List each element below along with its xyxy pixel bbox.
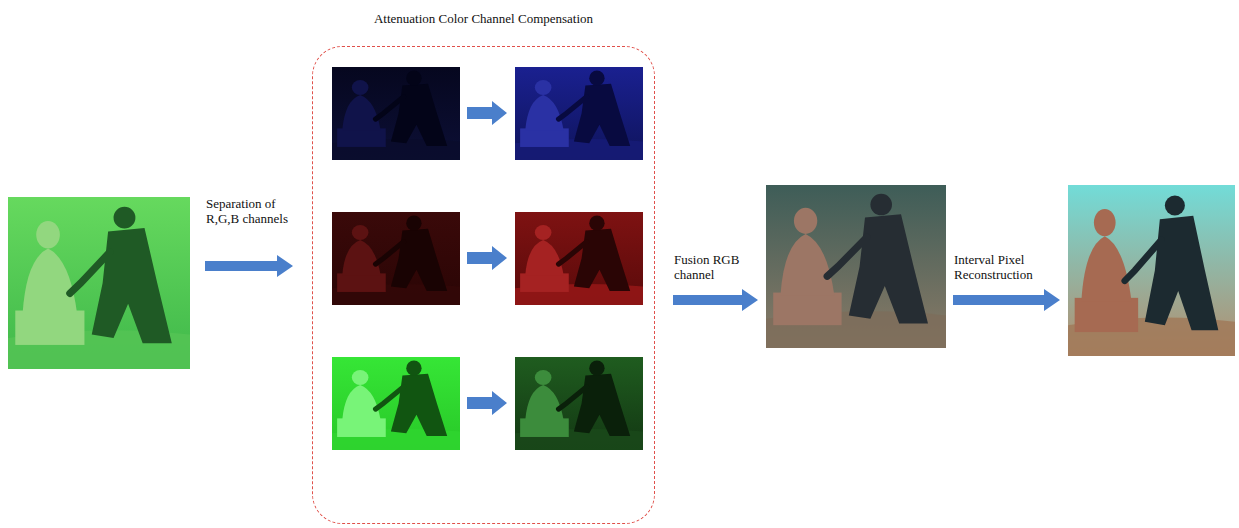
- statue-base: [1075, 298, 1138, 332]
- underwater-photo: [332, 212, 460, 305]
- block-arrow: [673, 289, 758, 311]
- diver-head: [406, 215, 421, 230]
- diver-head: [114, 207, 136, 229]
- arrow-label: Fusion RGB channel: [674, 252, 750, 282]
- statue-body: [525, 95, 563, 130]
- diver-body: [849, 214, 928, 323]
- diver-body: [391, 374, 447, 436]
- block-arrow: [205, 255, 293, 277]
- diver-body: [1145, 216, 1218, 331]
- arrow-label: Interval Pixel Reconstruction: [954, 252, 1058, 282]
- statue-base: [520, 273, 569, 292]
- underwater-photo: [332, 67, 460, 160]
- diver-head: [406, 360, 421, 375]
- underwater-photo: [766, 185, 946, 348]
- diver-arm: [559, 242, 587, 264]
- statue-body: [342, 240, 380, 275]
- underwater-photo: [1068, 185, 1235, 356]
- diver-arm: [559, 97, 587, 119]
- statue-body: [525, 385, 563, 420]
- diver-body: [574, 229, 630, 291]
- diver-arm: [827, 237, 867, 276]
- water-background: [332, 212, 460, 305]
- diver-body: [391, 229, 447, 291]
- diver-arm: [70, 252, 110, 293]
- underwater-photo: [515, 357, 643, 450]
- statue-body: [342, 385, 380, 420]
- dashed-group-box: Attenuation Color Channel Compensation: [312, 46, 655, 524]
- water-background: [332, 357, 460, 450]
- arrow-label: Separation of R,G,B channels: [206, 196, 298, 226]
- block-arrow: [467, 391, 507, 415]
- diver-arm: [1125, 240, 1162, 281]
- diver-head: [589, 360, 604, 375]
- statue-body: [525, 240, 563, 275]
- statue-head: [352, 225, 369, 240]
- statue-head: [535, 225, 552, 240]
- underwater-photo: [8, 197, 190, 369]
- statue-base: [337, 418, 386, 437]
- statue-base: [15, 311, 84, 345]
- diver-arm: [559, 387, 587, 409]
- statue-head: [1094, 209, 1116, 236]
- statue-body: [1081, 236, 1131, 301]
- water-background: [515, 212, 643, 305]
- water-background: [1068, 185, 1235, 356]
- group-heading: Attenuation Color Channel Compensation: [374, 11, 593, 26]
- statue-base: [520, 418, 569, 437]
- block-arrow: [467, 246, 507, 270]
- diver-body: [92, 228, 172, 343]
- statue-body: [342, 95, 380, 130]
- statue-body: [780, 234, 834, 296]
- diver-arm: [376, 97, 404, 119]
- statue-head: [36, 221, 60, 249]
- statue-base: [337, 128, 386, 147]
- statue-head: [352, 80, 369, 95]
- diver-head: [589, 215, 604, 230]
- diver-head: [1165, 196, 1185, 216]
- statue-body: [23, 249, 78, 314]
- diver-body: [391, 84, 447, 146]
- diver-head: [589, 70, 604, 85]
- underwater-photo: [515, 67, 643, 160]
- statue-head: [535, 370, 552, 385]
- statue-head: [535, 80, 552, 95]
- water-background: [8, 197, 190, 369]
- statue-base: [337, 273, 386, 292]
- statue-base: [773, 293, 841, 326]
- water-background: [766, 185, 946, 348]
- diver-arm: [376, 242, 404, 264]
- water-background: [515, 67, 643, 160]
- water-background: [332, 67, 460, 160]
- diver-head: [870, 194, 892, 216]
- diver-body: [574, 374, 630, 436]
- block-arrow: [467, 101, 507, 125]
- diver-arm: [376, 387, 404, 409]
- water-background: [515, 357, 643, 450]
- underwater-photo: [515, 212, 643, 305]
- diver-body: [574, 84, 630, 146]
- statue-head: [352, 370, 369, 385]
- diver-head: [406, 70, 421, 85]
- statue-base: [520, 128, 569, 147]
- block-arrow: [953, 289, 1060, 311]
- statue-head: [794, 208, 817, 234]
- underwater-photo: [332, 357, 460, 450]
